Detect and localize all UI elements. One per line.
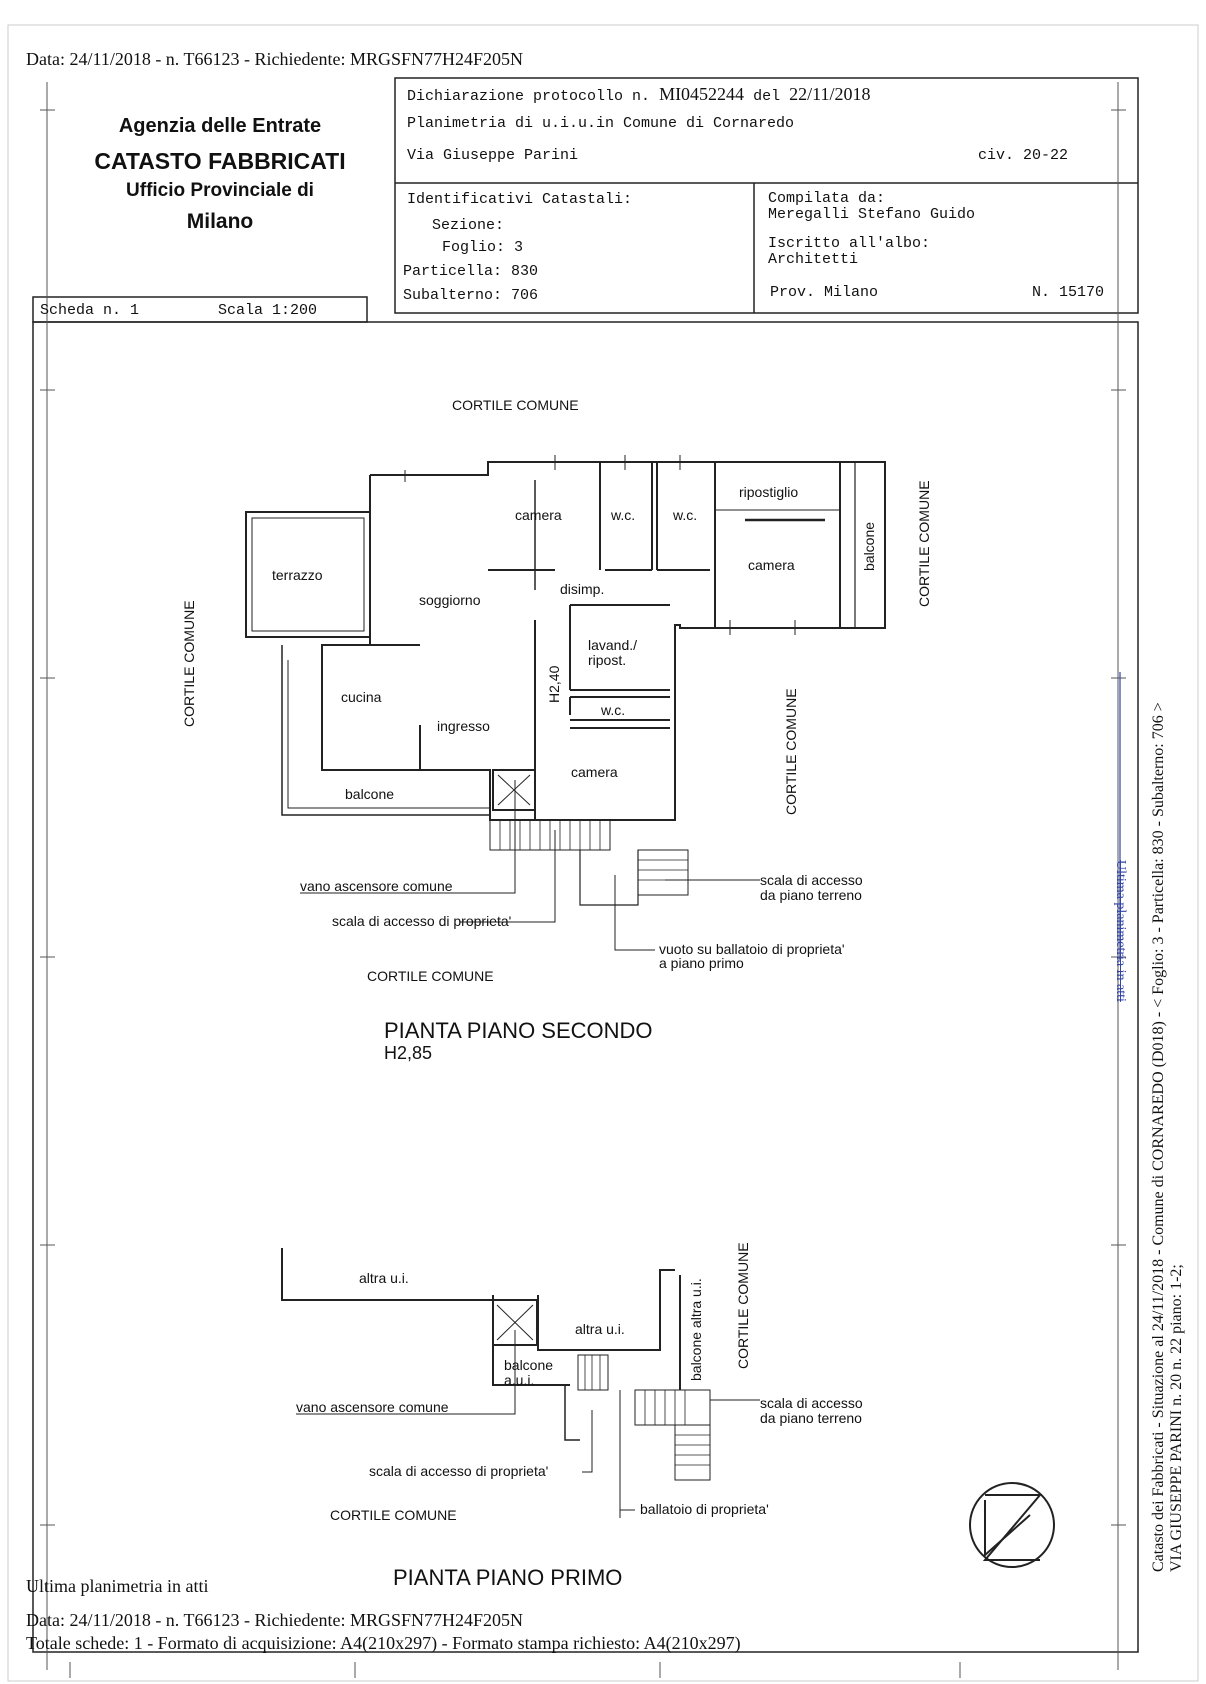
room-balcone-right: balcone bbox=[861, 521, 877, 571]
label-balcone-altra-ui: balcone altra u.i. bbox=[688, 1278, 704, 1381]
footer-ultima: Ultima planimetria in atti bbox=[26, 1576, 209, 1596]
label-scala-terreno-primo-2: da piano terreno bbox=[760, 1410, 862, 1426]
declaration-prefix: Dichiarazione protocollo n. bbox=[407, 88, 651, 105]
label-ballatoio: ballatoio di proprieta' bbox=[640, 1501, 769, 1517]
plan-title-secondo: PIANTA PIANO SECONDO bbox=[384, 1018, 653, 1043]
label-scala-terreno-1: scala di accesso bbox=[760, 872, 863, 888]
cortile-left: CORTILE COMUNE bbox=[181, 600, 197, 727]
foglio: Foglio: 3 bbox=[442, 239, 524, 256]
sezione: Sezione: bbox=[432, 217, 505, 234]
address: Via Giuseppe Parini bbox=[407, 147, 579, 164]
label-balcone-aui-1: balcone bbox=[504, 1357, 554, 1373]
room-ripostiglio: ripostiglio bbox=[739, 484, 799, 500]
room-soggiorno: soggiorno bbox=[419, 592, 481, 608]
room-lavanderia: lavand./ bbox=[588, 637, 638, 653]
subalterno: Subalterno: 706 bbox=[403, 287, 539, 304]
room-camera-1: camera bbox=[515, 507, 562, 523]
compilata-label: Compilata da: bbox=[768, 190, 886, 207]
room-balcone: balcone bbox=[345, 786, 395, 802]
declaration-date: 22/11/2018 bbox=[789, 84, 871, 104]
label-scala-terreno-2: da piano terreno bbox=[760, 887, 862, 903]
label-vuoto-2: a piano primo bbox=[659, 955, 744, 971]
top-request-line: Data: 24/11/2018 - n. T66123 - Richieden… bbox=[26, 49, 523, 69]
albo-number: N. 15170 bbox=[1032, 284, 1105, 301]
main-frame bbox=[32, 321, 1139, 1653]
planimetria-line: Planimetria di u.i.u.in Comune di Cornar… bbox=[407, 115, 795, 132]
cortile-mid: CORTILE COMUNE bbox=[783, 688, 799, 815]
scheda-number: Scheda n. 1 bbox=[40, 302, 140, 319]
compilata-name: Meregalli Stefano Guido bbox=[768, 206, 976, 223]
room-wc-1: w.c. bbox=[611, 507, 636, 523]
plan-title-primo: PIANTA PIANO PRIMO bbox=[393, 1565, 623, 1590]
label-scala-proprieta-primo: scala di accesso di proprieta' bbox=[369, 1463, 549, 1479]
label-vano-ascensore-primo: vano ascensore comune bbox=[296, 1399, 449, 1415]
plan-height-secondo: H2,85 bbox=[384, 1043, 433, 1063]
cortile-bottom: CORTILE COMUNE bbox=[367, 968, 494, 984]
north-arrow-symbol bbox=[969, 1482, 1055, 1568]
agency-name: Agenzia delle Entrate bbox=[118, 115, 322, 137]
label-scala-proprieta: scala di accesso di proprieta' bbox=[332, 913, 512, 929]
label-altra-ui-2: altra u.i. bbox=[575, 1321, 625, 1337]
label-altra-ui-1: altra u.i. bbox=[359, 1270, 409, 1286]
label-vano-ascensore: vano ascensore comune bbox=[300, 878, 453, 894]
room-camera-3: camera bbox=[571, 764, 618, 780]
cortile-right-primo: CORTILE COMUNE bbox=[735, 1242, 751, 1369]
side-address-info: VIA GIUSEPPE PARINI n. 20 n. 22 piano: 1… bbox=[1168, 1264, 1185, 1572]
provincia: Prov. Milano bbox=[770, 284, 879, 301]
room-disimpegno: disimp. bbox=[560, 581, 605, 597]
protocol-number: MI0452244 bbox=[659, 84, 745, 104]
scale: Scala 1:200 bbox=[218, 302, 318, 319]
declaration-line: Dichiarazione protocollo n. MI0452244 de… bbox=[407, 84, 870, 105]
header-box bbox=[394, 77, 1139, 314]
agency-dept: CATASTO FABBRICATI bbox=[94, 148, 346, 174]
room-wc-2: w.c. bbox=[673, 507, 698, 523]
room-wc-3: w.c. bbox=[601, 702, 626, 718]
label-balcone-aui-2: a.u.i. bbox=[504, 1372, 535, 1388]
room-camera-2: camera bbox=[748, 557, 795, 573]
albo-value: Architetti bbox=[768, 251, 859, 268]
room-ripostiglio-2: ripost. bbox=[588, 652, 627, 668]
civic-number: civ. 20-22 bbox=[978, 147, 1069, 164]
room-cucina: cucina bbox=[341, 689, 382, 705]
plan-secondo-walls bbox=[245, 455, 886, 906]
declaration-del: del bbox=[753, 88, 781, 105]
room-ingresso: ingresso bbox=[437, 718, 490, 734]
cortile-top: CORTILE COMUNE bbox=[452, 397, 579, 413]
agency-office: Ufficio Provinciale di bbox=[126, 180, 314, 201]
label-vuoto-1: vuoto su ballatoio di proprieta' bbox=[659, 941, 845, 957]
footer-totale: Totale schede: 1 - Formato di acquisizio… bbox=[26, 1633, 741, 1653]
particella: Particella: 830 bbox=[403, 263, 539, 280]
side-mark: Ultima planimetria in atti bbox=[1113, 860, 1128, 1002]
cortile-right: CORTILE COMUNE bbox=[916, 480, 932, 607]
identificativi-title: Identificativi Catastali: bbox=[407, 191, 633, 208]
label-scala-terreno-primo-1: scala di accesso bbox=[760, 1395, 863, 1411]
room-height-240: H2,40 bbox=[546, 665, 562, 703]
footer-data: Data: 24/11/2018 - n. T66123 - Richieden… bbox=[26, 1610, 523, 1630]
agency-city: Milano bbox=[186, 210, 254, 233]
cortile-bottom-primo: CORTILE COMUNE bbox=[330, 1507, 457, 1523]
room-terrazzo: terrazzo bbox=[272, 567, 323, 583]
plan-primo-walls bbox=[281, 1248, 711, 1518]
side-cadastral-info: Catasto dei Fabbricati - Situazione al 2… bbox=[1150, 702, 1167, 1572]
albo-label: Iscritto all'albo: bbox=[768, 235, 931, 252]
